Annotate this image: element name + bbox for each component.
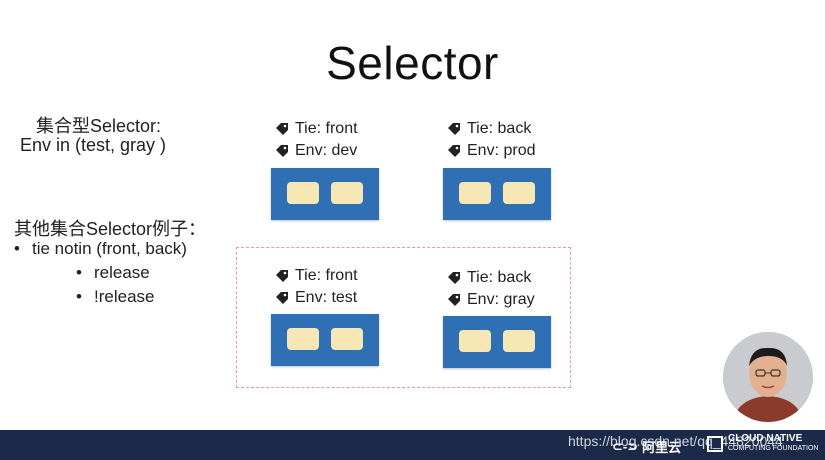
cncf-line2: COMPUTING FOUNDATION [728, 445, 819, 452]
pod-label-env: Env: test [275, 289, 357, 307]
env-label: Env: gray [467, 291, 535, 308]
pod-box [443, 316, 551, 368]
example-item: • !release [76, 287, 154, 307]
presenter-webcam [723, 332, 813, 422]
footer-bar [0, 430, 825, 460]
example-item: • tie notin (front, back) [14, 239, 187, 259]
tag-icon [448, 145, 460, 157]
bullet-dot: • [14, 239, 20, 258]
env-label: Env: test [295, 289, 358, 306]
tag-icon [448, 123, 460, 135]
container [459, 330, 491, 352]
pod-box [443, 168, 551, 220]
slide-title: Selector [326, 37, 499, 89]
container [287, 328, 319, 350]
container [503, 330, 535, 352]
aliyun-icon: ⊂-⊃ [612, 438, 639, 454]
example-text: !release [94, 287, 155, 306]
container [331, 182, 363, 204]
cncf-icon [707, 436, 723, 452]
tag-icon [448, 294, 460, 306]
pod-box [271, 314, 379, 366]
cncf-line1: CLOUD NATIVE [728, 433, 803, 444]
tie-label: Tie: front [295, 120, 358, 137]
aliyun-logo: ⊂-⊃ 阿里云 [612, 437, 681, 456]
tag-icon [276, 270, 288, 282]
env-label: Env: dev [295, 142, 358, 159]
pod-label-env: Env: dev [275, 142, 357, 160]
pod-label-tie: Tie: front [275, 267, 358, 285]
pod-label-tie: Tie: front [275, 120, 358, 138]
container [459, 182, 491, 204]
container [503, 182, 535, 204]
pod-label-tie: Tie: back [447, 120, 531, 138]
tie-label: Tie: front [295, 267, 358, 284]
container [287, 182, 319, 204]
example-text: release [94, 263, 150, 282]
bullet-dot: • [76, 263, 82, 282]
selector-match-group [236, 247, 571, 388]
examples-heading: 其他集合Selector例子： [14, 219, 207, 239]
tie-label: Tie: back [467, 269, 532, 286]
container [331, 328, 363, 350]
cncf-logo: CLOUD NATIVE COMPUTING FOUNDATION [707, 434, 818, 454]
tag-icon [448, 272, 460, 284]
example-item: • release [76, 263, 150, 283]
aliyun-brand: 阿里云 [642, 440, 682, 455]
set-selector-heading: 集合型Selector: [36, 116, 162, 136]
csdn-watermark: https://blog.csdn.net/qq_44820044 [568, 433, 783, 449]
bullet-dot: • [76, 287, 82, 306]
tag-icon [276, 123, 288, 135]
tag-icon [276, 145, 288, 157]
tag-icon [276, 292, 288, 304]
pod-box [271, 168, 379, 220]
presenter-portrait [723, 332, 813, 422]
pod-label-env: Env: prod [447, 142, 535, 160]
pod-label-tie: Tie: back [447, 269, 531, 287]
env-label: Env: prod [467, 142, 536, 159]
pod-label-env: Env: gray [447, 291, 535, 309]
tie-label: Tie: back [467, 120, 532, 137]
example-text: tie notin (front, back) [32, 239, 187, 258]
set-selector-expression: Env in (test, gray ) [20, 135, 167, 155]
